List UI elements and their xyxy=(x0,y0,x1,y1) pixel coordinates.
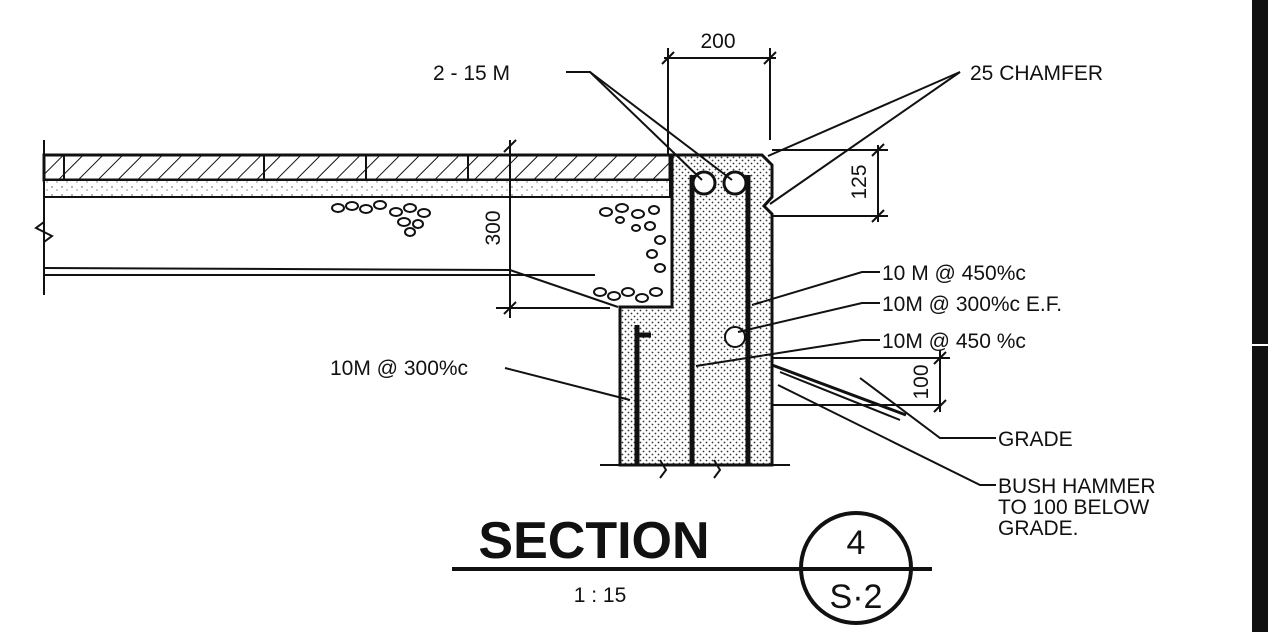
section-scale: 1 : 15 xyxy=(574,584,627,607)
dim-wall-width: 200 xyxy=(700,30,735,53)
label-chamfer: 25 CHAMFER xyxy=(970,62,1103,85)
dim-below-grade: 100 xyxy=(910,364,933,399)
detail-bubble xyxy=(799,511,913,625)
concrete-wall xyxy=(600,153,790,479)
sheet-border xyxy=(1252,0,1268,632)
label-bush-hammer-2: TO 100 BELOW xyxy=(998,496,1150,519)
sheet-number: S·2 xyxy=(830,578,883,616)
detail-number: 4 xyxy=(847,524,866,562)
label-horiz-bar-1: 10 M @ 450%c xyxy=(882,262,1026,285)
label-footing-bar: 10M @ 300%c xyxy=(330,357,468,380)
label-horiz-bar-2: 10M @ 450 %c xyxy=(882,330,1026,353)
dim-slab-depth: 300 xyxy=(482,210,505,245)
floor-slab xyxy=(34,140,672,295)
label-bush-hammer-1: BUSH HAMMER xyxy=(998,475,1156,498)
gravel-fill xyxy=(331,200,666,303)
label-grade: GRADE xyxy=(998,428,1073,451)
label-vert-bar: 10M @ 300%c E.F. xyxy=(882,293,1062,316)
label-bars-top: 2 - 15 M xyxy=(433,62,510,85)
section-title: SECTION xyxy=(478,512,709,570)
dim-top-drop: 125 xyxy=(848,164,871,199)
label-bush-hammer-3: GRADE. xyxy=(998,517,1079,540)
title-block: SECTION 1 : 15 4 S·2 xyxy=(452,511,932,625)
leader-lines xyxy=(43,71,996,486)
dimension-lines xyxy=(496,48,950,413)
grade-line xyxy=(771,363,940,421)
